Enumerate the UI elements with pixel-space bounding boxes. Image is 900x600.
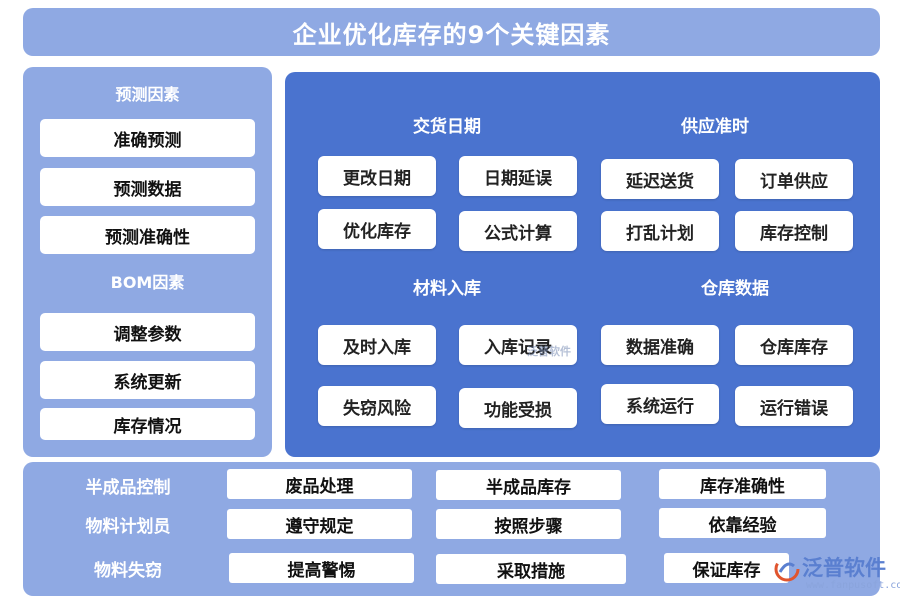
bottom-factor-box: 采取措施 xyxy=(436,554,626,584)
factor-box: 运行错误 xyxy=(735,386,853,426)
row-label-material-theft: 物料失窃 xyxy=(94,561,162,581)
fanpu-logo-icon xyxy=(774,556,800,582)
main-factors-panel: 交货日期 更改日期 日期延误 优化库存 公式计算 供应准时 延迟送货 订单供应 … xyxy=(285,72,880,457)
factor-box: 入库记录 xyxy=(459,325,577,365)
bottom-factors-panel: 半成品控制 废品处理 半成品库存 库存准确性 物料计划员 遵守规定 按照步骤 依… xyxy=(23,462,880,596)
factor-box: 订单供应 xyxy=(735,159,853,199)
left-factors-panel: 预测因素 准确预测 预测数据 预测准确性 BOM因素 调整参数 系统更新 库存情… xyxy=(23,67,272,457)
bottom-factor-box: 半成品库存 xyxy=(436,470,621,500)
factor-box: 公式计算 xyxy=(459,211,577,251)
factor-box: 更改日期 xyxy=(318,156,436,196)
factor-box: 功能受损 xyxy=(459,388,577,428)
bottom-factor-box: 提高警惕 xyxy=(229,553,414,583)
bottom-factor-box: 保证库存 xyxy=(664,553,789,583)
row-label-semi-finished: 半成品控制 xyxy=(85,478,171,498)
bottom-factor-box: 废品处理 xyxy=(227,469,412,499)
factor-box: 优化库存 xyxy=(318,209,436,249)
group-title-warehouse-data: 仓库数据 xyxy=(701,279,769,299)
group-title-delivery-date: 交货日期 xyxy=(413,117,481,137)
bom-factors-heading: BOM因素 xyxy=(110,273,185,292)
factor-box: 延迟送货 xyxy=(601,159,719,199)
page-title: 企业优化库存的9个关键因素 xyxy=(23,8,880,56)
row-label-material-planner: 物料计划员 xyxy=(85,517,171,537)
bottom-factor-box: 依靠经验 xyxy=(659,508,826,538)
bottom-factor-box: 遵守规定 xyxy=(227,509,412,539)
bottom-factor-box: 库存准确性 xyxy=(659,469,826,499)
factor-box: 库存控制 xyxy=(735,211,853,251)
group-title-material-storage: 材料入库 xyxy=(413,279,481,299)
bottom-factor-box: 按照步骤 xyxy=(436,509,621,539)
forecast-item: 预测数据 xyxy=(40,168,255,206)
bom-item: 库存情况 xyxy=(40,408,255,440)
forecast-item: 预测准确性 xyxy=(40,216,255,254)
forecast-factors-heading: 预测因素 xyxy=(115,85,180,104)
bom-item: 调整参数 xyxy=(40,313,255,351)
factor-box: 及时入库 xyxy=(318,325,436,365)
watermark-text: 泛普软件 xyxy=(527,345,571,358)
bom-item: 系统更新 xyxy=(40,361,255,399)
factor-box: 失窃风险 xyxy=(318,386,436,426)
logo-url: www.fanpusoft.com xyxy=(806,580,900,591)
factor-box: 仓库库存 xyxy=(735,325,853,365)
factor-box: 日期延误 xyxy=(459,156,577,196)
forecast-item: 准确预测 xyxy=(40,119,255,157)
logo-name: 泛普软件 xyxy=(802,556,886,580)
factor-box: 数据准确 xyxy=(601,325,719,365)
factor-box: 打乱计划 xyxy=(601,211,719,251)
group-title-supply-on-time: 供应准时 xyxy=(681,117,749,137)
factor-box: 系统运行 xyxy=(601,384,719,424)
